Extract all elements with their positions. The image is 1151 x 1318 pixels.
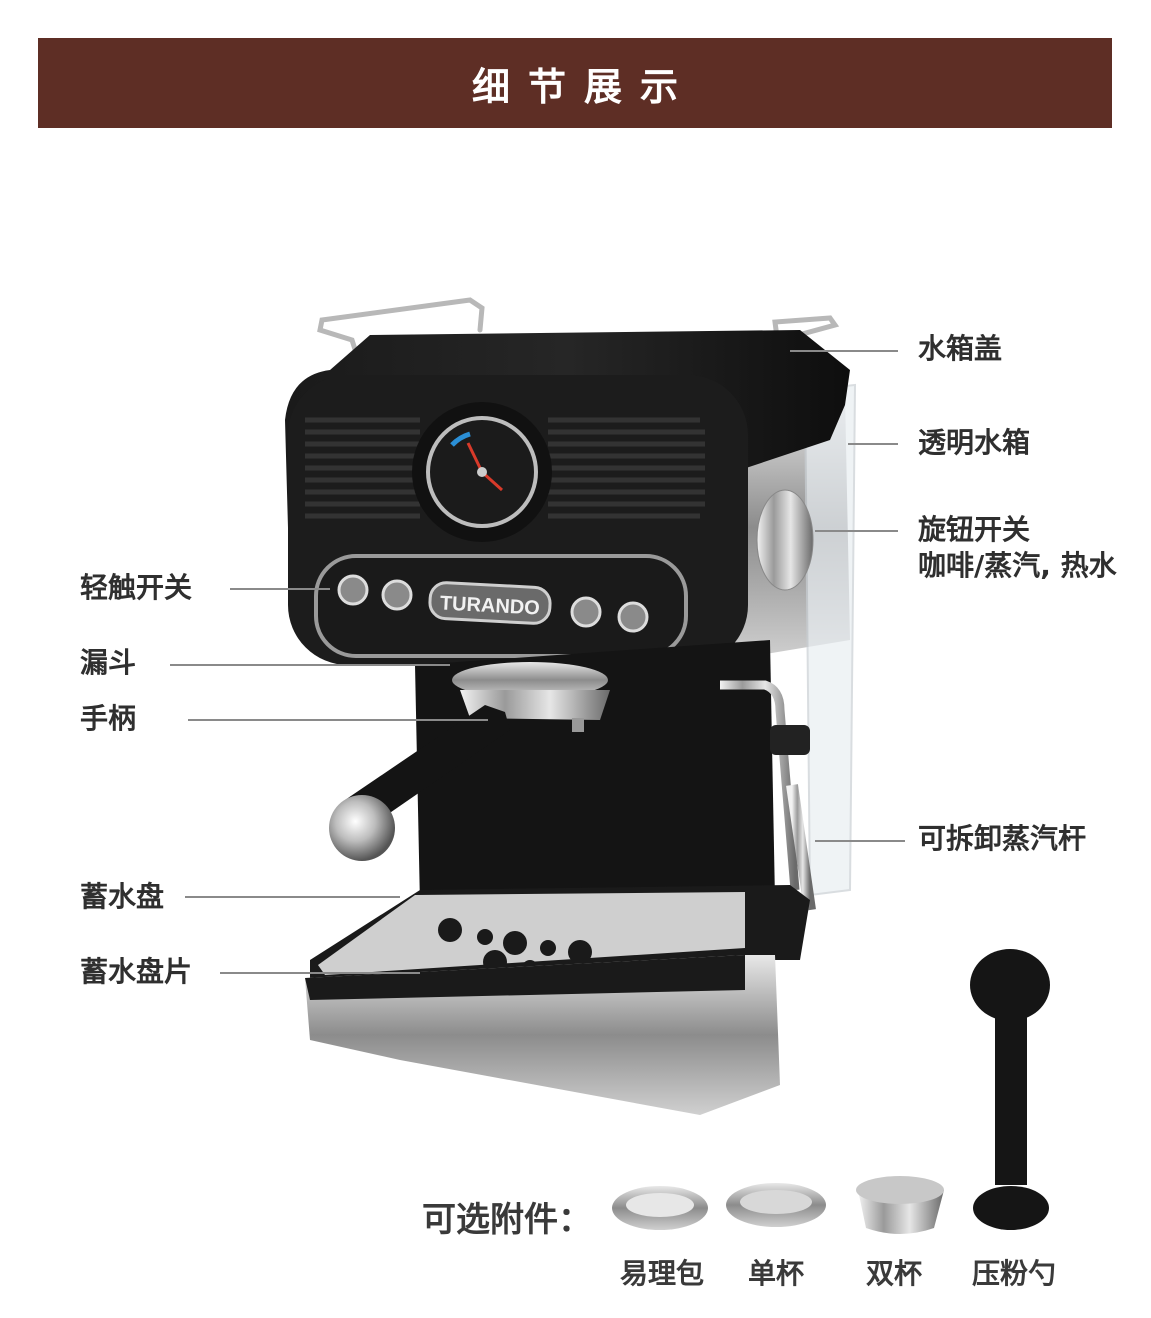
rotary-knob bbox=[756, 489, 814, 591]
header-banner: 细节展示 bbox=[38, 38, 1112, 128]
leader-knob bbox=[815, 530, 898, 532]
button-2 bbox=[381, 579, 413, 611]
brand-name: TURANDO bbox=[439, 592, 540, 619]
portafilter-handle bbox=[345, 705, 510, 830]
label-drip-plate: 蓄水盘片 bbox=[80, 955, 193, 988]
drip-tray-plate bbox=[318, 892, 745, 975]
label-tank-lid: 水箱盖 bbox=[918, 332, 1003, 365]
brew-group bbox=[452, 662, 608, 698]
label-knob-line1: 旋钮开关 bbox=[918, 513, 1031, 546]
front-grille bbox=[305, 417, 705, 519]
label-funnel: 漏斗 bbox=[80, 646, 137, 679]
label-knob-line2: 咖啡/蒸汽, 热水 bbox=[918, 549, 1117, 582]
leader-funnel bbox=[170, 664, 450, 666]
button-3 bbox=[570, 596, 602, 628]
water-tank bbox=[803, 383, 857, 897]
handle-end-cap bbox=[329, 795, 395, 861]
leader-drip-plate bbox=[220, 972, 420, 974]
accessory-basket-double bbox=[856, 1176, 944, 1234]
leader-drip-tray bbox=[185, 896, 400, 898]
brand-plate bbox=[428, 581, 552, 625]
button-4 bbox=[617, 601, 649, 633]
label-touch-switch: 轻触开关 bbox=[80, 571, 193, 604]
leader-touch-switch bbox=[230, 588, 330, 590]
steam-wand bbox=[720, 680, 800, 891]
accessory-label-tamper: 压粉勺 bbox=[971, 1257, 1056, 1290]
steam-wand-grip bbox=[770, 725, 810, 755]
label-drip-tray: 蓄水盘 bbox=[80, 880, 165, 913]
label-steam-wand: 可拆卸蒸汽杆 bbox=[918, 822, 1087, 855]
accessories-title: 可选附件： bbox=[422, 1200, 592, 1240]
label-water-tank: 透明水箱 bbox=[918, 426, 1031, 459]
accessory-label-single: 单杯 bbox=[747, 1257, 804, 1290]
leader-steam-wand bbox=[815, 840, 905, 842]
leader-water-tank bbox=[848, 443, 898, 445]
page-title: 细节展示 bbox=[471, 64, 696, 109]
accessory-tamper-scoop bbox=[970, 949, 1050, 1230]
button-1 bbox=[337, 574, 369, 606]
label-handle: 手柄 bbox=[80, 702, 137, 735]
accessory-label-double: 双杯 bbox=[865, 1257, 922, 1290]
accessory-label-pod: 易理包 bbox=[619, 1257, 704, 1290]
accessory-basket-single bbox=[726, 1183, 826, 1227]
leader-tank-lid bbox=[790, 350, 898, 352]
accessory-basket-pod bbox=[612, 1186, 708, 1230]
leader-handle bbox=[188, 719, 488, 721]
